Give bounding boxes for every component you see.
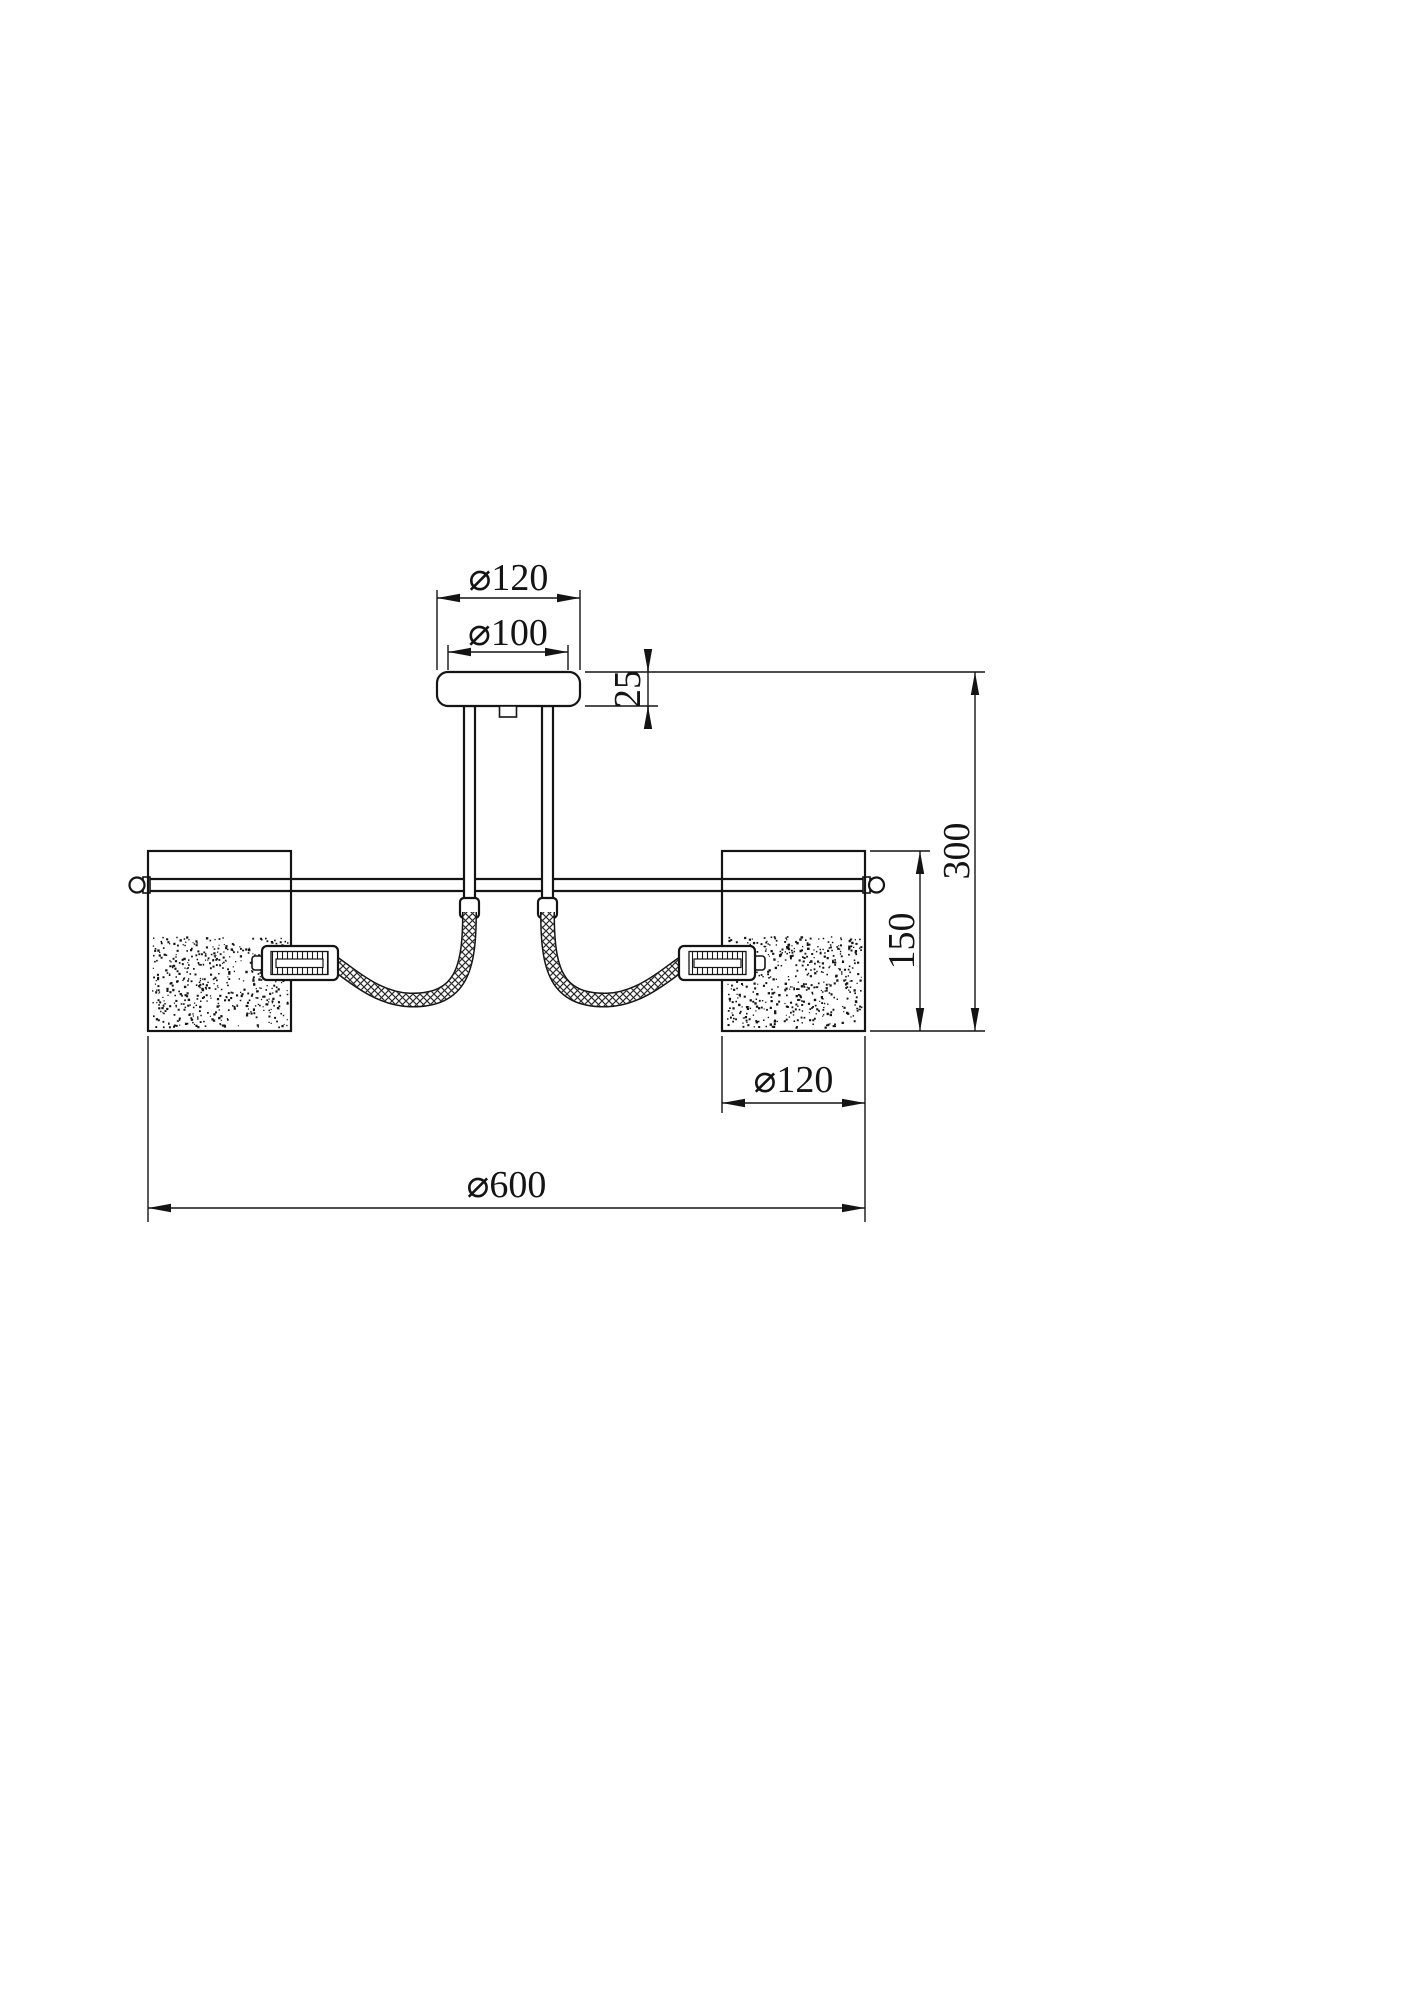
- socket-right-band: [693, 958, 742, 969]
- dim-canopy-height: 25: [585, 649, 985, 729]
- dim-label-shade-diameter: ⌀120: [754, 1059, 834, 1101]
- braided-cord-left: [329, 911, 477, 1008]
- dim-label-canopy-inner: ⌀100: [468, 612, 548, 654]
- right-stem-rod: [540, 704, 555, 902]
- lamp-fixture: [128, 670, 886, 1033]
- dim-label-overall-width: ⌀600: [467, 1164, 547, 1206]
- dim-canopy-outer-extensions: [436, 590, 581, 670]
- left-stem-rod: [462, 704, 477, 902]
- socket-left-band: [275, 958, 324, 969]
- right-finial: [862, 876, 886, 894]
- ceiling-canopy: [435, 670, 582, 708]
- dim-label-shade-height: 150: [881, 913, 923, 970]
- canopy-hub: [498, 705, 518, 718]
- right-shade-outline: [720, 849, 867, 1033]
- stipple-dots: [152, 936, 290, 1029]
- dim-canopy-inner: ⌀100: [447, 612, 569, 670]
- dim-label-canopy-outer: ⌀120: [469, 557, 549, 599]
- left-shade-stipple: [152, 936, 290, 1029]
- left-shade-outline: [146, 849, 293, 1033]
- dim-shade-diameter: ⌀120: [721, 1036, 866, 1222]
- dimensions: ⌀120 ⌀100 25 300 150: [147, 557, 985, 1222]
- braided-cord-right: [540, 911, 688, 1008]
- dim-label-canopy-height: 25: [607, 670, 649, 708]
- dim-canopy-outer: ⌀120: [436, 557, 581, 670]
- dim-shade-height: 150: [870, 850, 930, 1031]
- dim-overall-height: 300: [870, 672, 985, 1032]
- left-finial-ball: [128, 876, 146, 894]
- dim-overall-width: ⌀600: [147, 1036, 865, 1222]
- cross-arm: [141, 877, 872, 893]
- cord-right-braid: [541, 911, 687, 1007]
- lamp-socket-left: [251, 944, 340, 982]
- right-finial-ball: [867, 876, 886, 894]
- left-finial: [128, 876, 151, 894]
- dim-label-overall-height: 300: [936, 823, 978, 880]
- cord-left-braid: [330, 911, 476, 1007]
- lamp-socket-right: [677, 944, 766, 982]
